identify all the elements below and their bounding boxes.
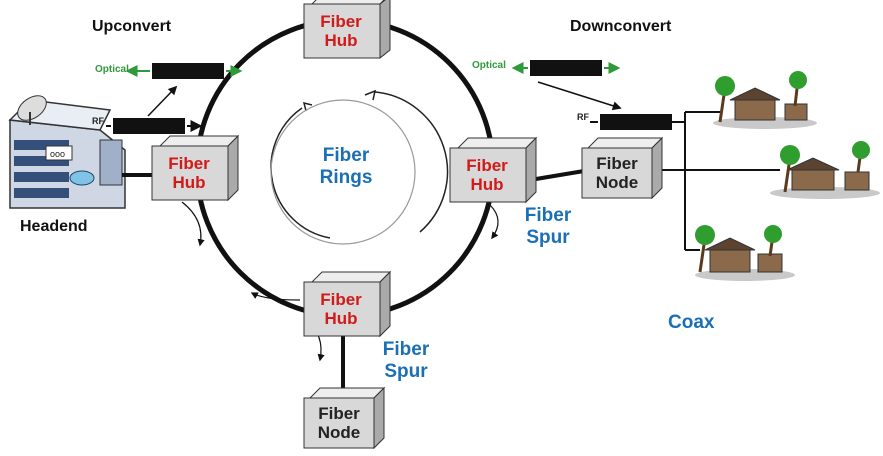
fiber-node-right: Fiber Node (582, 154, 652, 192)
fiber-hub-top-line1: Fiber (320, 12, 362, 31)
fiber-spur-bottom-label: Fiber Spur (378, 339, 434, 383)
downconvert-rf-unit (600, 114, 672, 130)
upconvert-optical-unit (152, 63, 224, 79)
upconvert-label: Upconvert (92, 18, 172, 35)
fiber-hub-top-line2: Hub (324, 31, 358, 50)
house-top-icon (713, 71, 817, 129)
fiber-hub-left-line1: Fiber (168, 154, 210, 173)
fiber-hub-right-line1: Fiber (466, 156, 508, 175)
fiber-hub-left-line2: Hub (172, 173, 206, 192)
fiber-spur-bottom-line1: Fiber (382, 339, 430, 360)
fiber-hub-bottom-box (303, 270, 392, 338)
fiber-rings-line2: Rings (319, 167, 373, 188)
fiber-hub-bottom-line1: Fiber (320, 290, 362, 309)
upconvert-rf-unit (113, 118, 185, 134)
fiber-node-bottom-box (303, 386, 386, 450)
fiber-hub-right: Fiber Hub (452, 156, 522, 194)
fiber-hub-right-line2: Hub (470, 175, 504, 194)
fiber-hub-top: Fiber Hub (306, 12, 376, 50)
fiber-spur-right-label: Fiber Spur (520, 205, 576, 249)
fiber-hub-top-box (303, 0, 391, 60)
fiber-hub-bottom-line2: Hub (324, 309, 358, 328)
optical-right-label: Optical (472, 60, 506, 71)
fiber-hub-left: Fiber Hub (154, 154, 224, 192)
headend-label: Headend (20, 218, 88, 235)
fiber-spur-right-line1: Fiber (524, 205, 572, 226)
house-bottom-icon (695, 225, 795, 281)
optical-left-label: Optical (95, 64, 129, 75)
headend-building: ooo (8, 95, 126, 209)
ring-arrow-left (270, 107, 331, 239)
fiber-hub-bottom: Fiber Hub (306, 290, 376, 328)
fiber-spur-bottom-line2: Spur (384, 361, 428, 382)
fiber-node-right-line2: Node (595, 173, 639, 192)
fiber-node-bottom-line1: Fiber (318, 404, 360, 423)
fiber-rings-line1: Fiber (322, 145, 370, 166)
rf-left-label: RF (92, 116, 104, 126)
coax-label: Coax (668, 312, 715, 333)
fiber-rings-label: Fiber Rings (306, 145, 386, 189)
downconvert-optical-unit (530, 60, 602, 76)
fiber-node-right-line1: Fiber (596, 154, 638, 173)
fiber-node-bottom-line2: Node (317, 423, 361, 442)
fiber-hub-right-box (449, 136, 538, 204)
fiber-hub-left-box (151, 134, 240, 202)
house-middle-icon (770, 141, 880, 199)
fiber-node-right-box (581, 136, 664, 200)
svg-text:ooo: ooo (50, 149, 65, 159)
ring-arrow-right (374, 91, 449, 233)
downconvert-label: Downconvert (570, 18, 672, 35)
fiber-node-bottom: Fiber Node (304, 404, 374, 442)
rf-right-label: RF (577, 112, 589, 122)
fiber-spur-right-line2: Spur (526, 227, 570, 248)
